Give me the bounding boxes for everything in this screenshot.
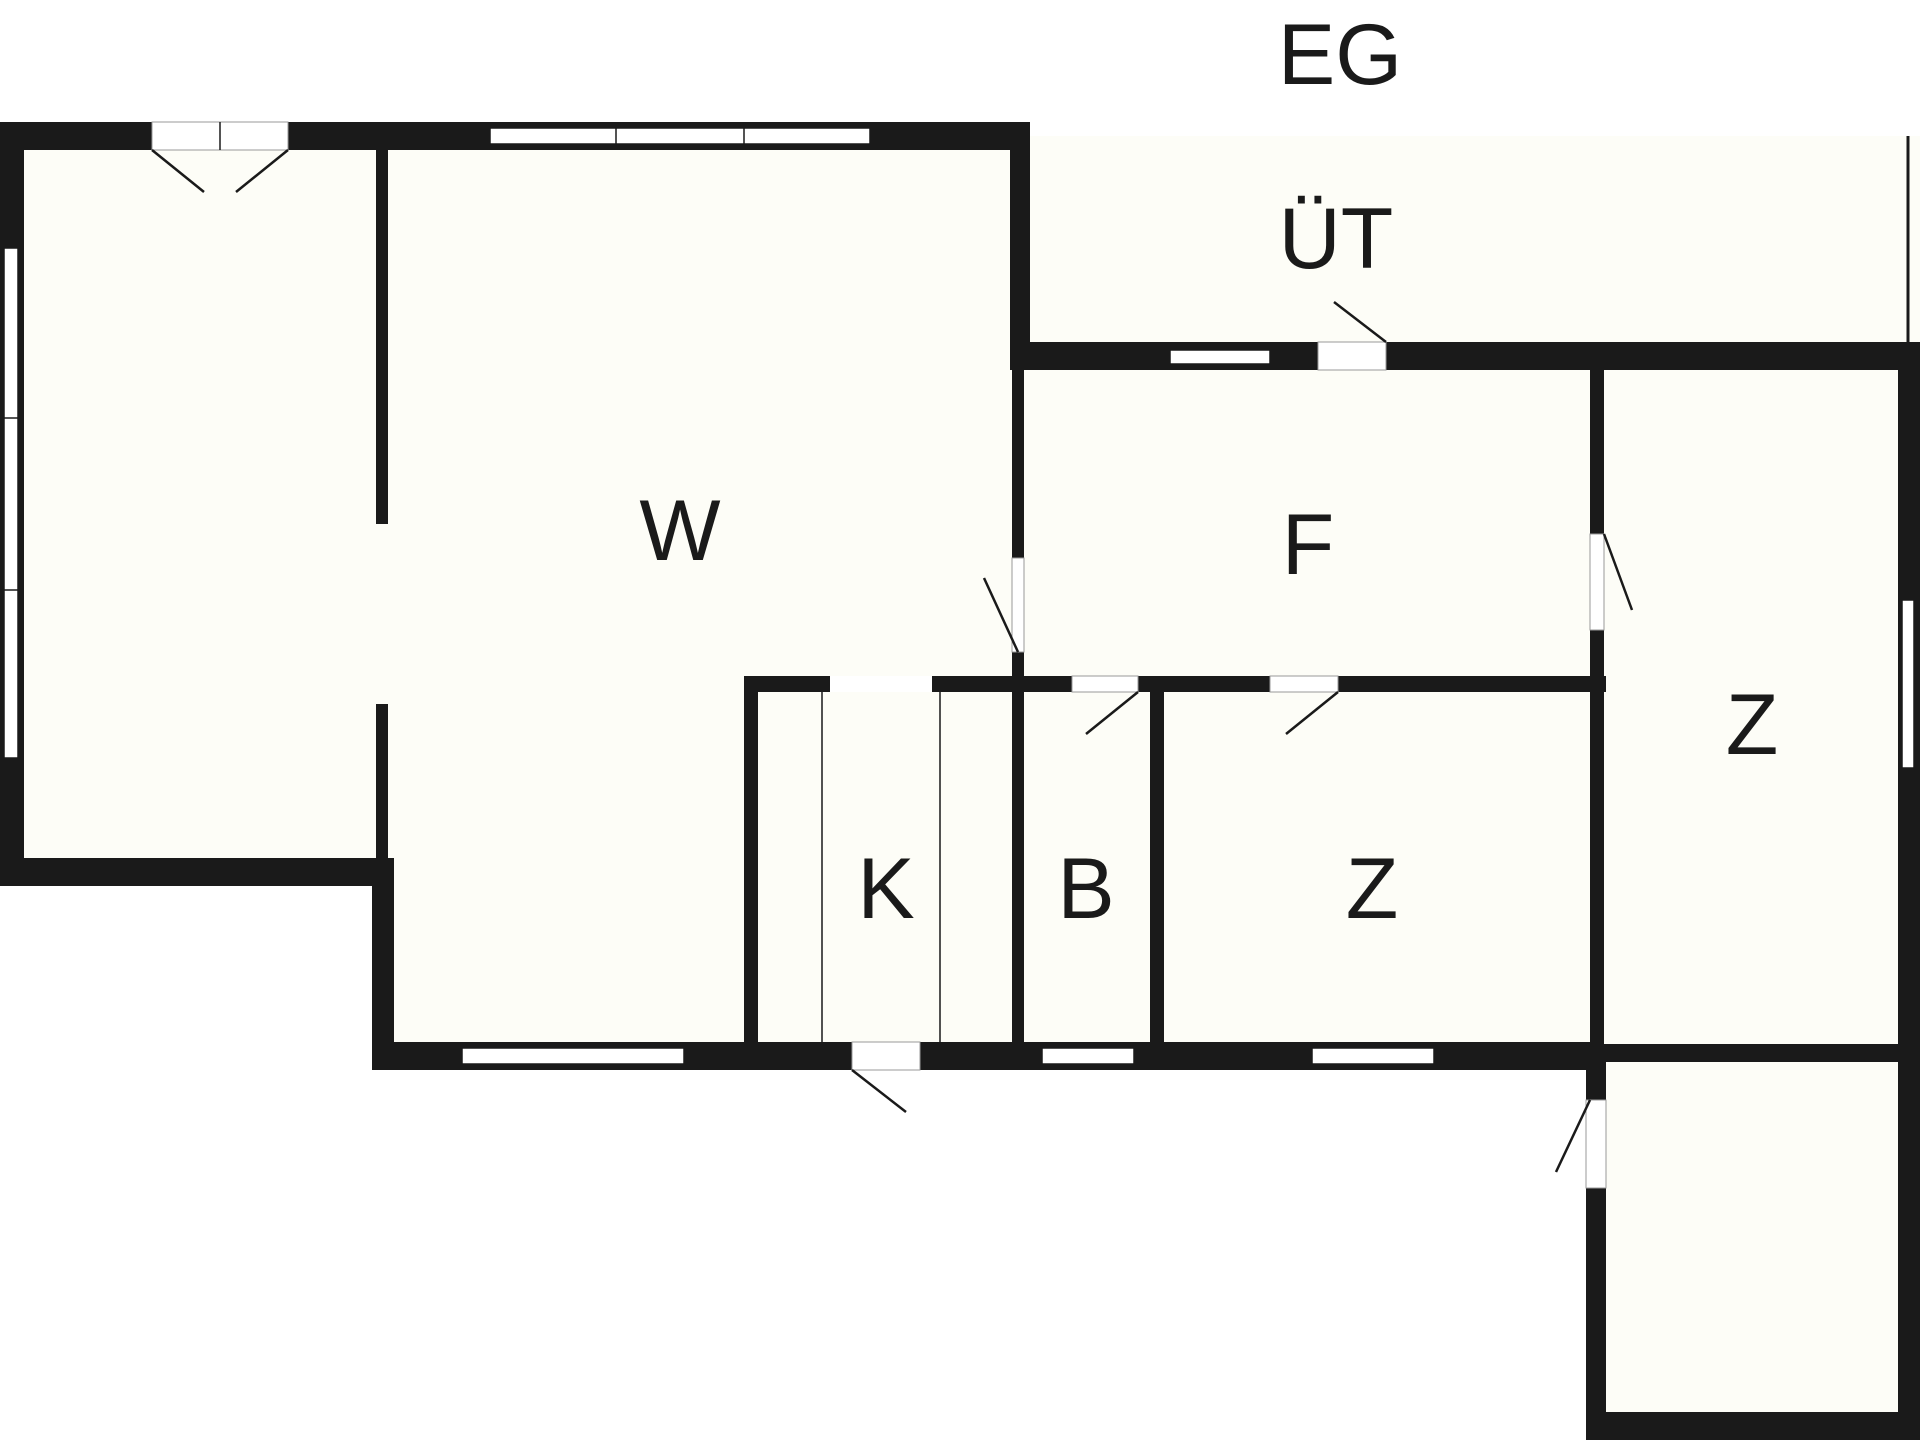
door-opening-bedroom-mid	[1269, 675, 1339, 693]
room-floor-bath	[1018, 682, 1158, 1056]
wall-west-bottom	[0, 858, 394, 886]
door-opening-kitchen	[830, 676, 932, 692]
wall-bath-right	[1150, 684, 1164, 1056]
door-opening-terrace	[1317, 341, 1387, 371]
window-hall-top	[1169, 349, 1271, 365]
wall-bedroom-right-left-top	[1590, 362, 1604, 534]
door-swing-bedroom-right	[1602, 533, 1634, 611]
outside-label: ÜT	[1279, 191, 1394, 287]
wall-hall-bottom-2	[1012, 676, 1072, 692]
wall-top-terrace	[1012, 342, 1920, 370]
windows	[3, 127, 1915, 1065]
wall-storage-left	[1586, 1060, 1606, 1100]
doors	[151, 121, 1634, 1189]
room-label-living: W	[639, 483, 720, 579]
counters	[821, 136, 1910, 1044]
wall-storage-top	[1590, 1044, 1920, 1062]
room-floor-storage	[1598, 1056, 1906, 1414]
wall-bedroom-right-left-bottom	[1590, 630, 1604, 1070]
door-swing-left	[151, 149, 205, 193]
wall-hall-left-lower	[1012, 652, 1024, 1056]
wall-partition-west-top	[376, 122, 388, 524]
door-swing-bath	[1085, 691, 1139, 735]
wall-partition-west-bottom	[376, 704, 388, 866]
door-swing-terrace	[1333, 301, 1387, 343]
room-floor-kitchen	[748, 682, 1018, 1056]
room-label-hall: F	[1282, 497, 1335, 593]
floor-title: EG	[1278, 7, 1402, 103]
door-opening-bedroom-right	[1589, 533, 1605, 631]
room-label-bedroom-mid: Z	[1346, 841, 1399, 937]
wall-kitchen-top-left	[744, 676, 830, 692]
room-floor-west	[12, 136, 382, 868]
terrace-floor	[1028, 136, 1920, 356]
wall-hall-left	[1012, 362, 1024, 558]
window-bedroom-bottom	[1311, 1047, 1435, 1065]
floor-areas	[12, 136, 1920, 1414]
door-opening-hall-living	[1011, 557, 1025, 653]
wall-hall-bottom-1	[930, 676, 1028, 692]
door-swing-right	[235, 149, 289, 193]
door-opening-storage	[1585, 1099, 1607, 1189]
wall-hall-bottom-4	[1338, 676, 1606, 692]
window-bath-bottom	[1041, 1047, 1135, 1065]
window-bedroom-right	[1901, 599, 1915, 769]
window-top-living	[489, 127, 871, 145]
door-swing-storage	[1554, 1099, 1592, 1173]
room-label-kitchen: K	[857, 841, 914, 937]
labels: EG ÜT W F K B Z Z	[639, 7, 1778, 937]
wall-kitchen-left	[744, 676, 758, 1056]
door-swing-hall-living	[982, 577, 1020, 653]
wall-storage-left-lower	[1586, 1188, 1606, 1440]
door-opening-entry	[851, 1041, 921, 1071]
room-floor-bedroom-right	[1598, 360, 1906, 1052]
room-label-bath: B	[1057, 841, 1114, 937]
wall-hall-bottom-3	[1138, 676, 1270, 692]
wall-right-outer	[1898, 342, 1920, 1440]
room-label-bedroom-right: Z	[1726, 677, 1779, 773]
room-floor-bedroom-mid	[1158, 682, 1602, 1056]
door-opening-bath	[1071, 675, 1139, 693]
door-swing-entry	[851, 1069, 907, 1113]
wall-living-left	[372, 858, 394, 1070]
wall-living-east-top	[1010, 122, 1030, 370]
wall-storage-bottom	[1586, 1412, 1920, 1440]
window-left-west	[3, 247, 19, 759]
door-swing-bedroom-mid	[1285, 691, 1339, 735]
room-floor-hall	[1018, 356, 1602, 682]
window-living-bottom	[461, 1047, 685, 1065]
